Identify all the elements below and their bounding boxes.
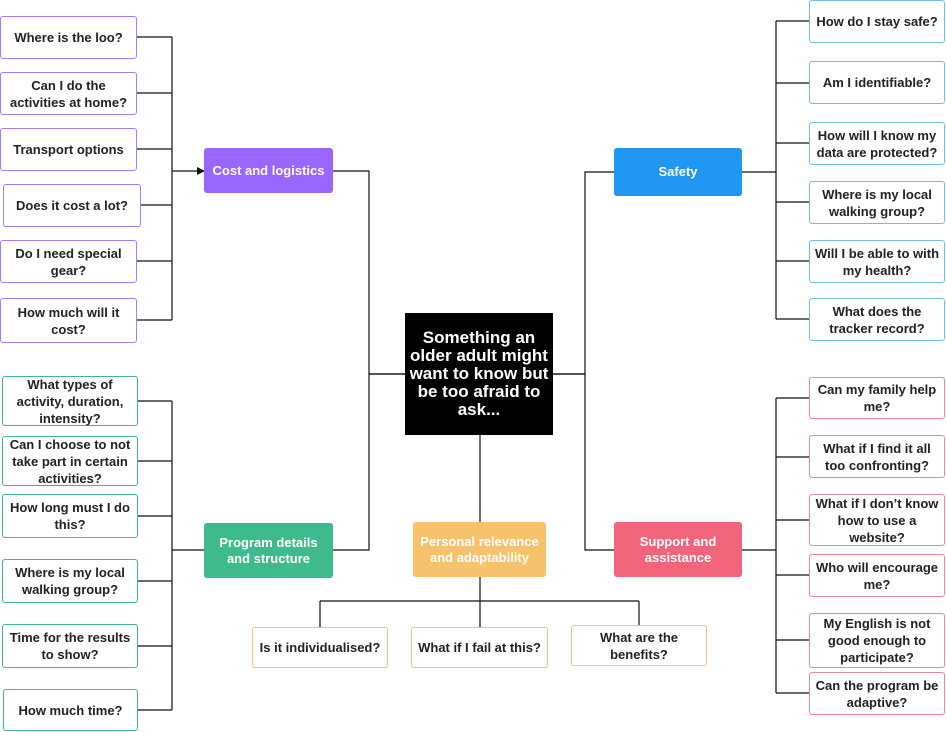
question-node: Is it individualised? (252, 627, 388, 668)
question-node: What if I find it all too confronting? (809, 435, 945, 478)
question-node: Will I be able to with my health? (809, 240, 945, 283)
category-cost-and-logistics: Cost and logistics (204, 148, 333, 193)
question-node: How do I stay safe? (809, 0, 945, 43)
category-personal-relevance: Personal relevance and adaptability (413, 522, 546, 577)
category-support-and-assistance: Support and assistance (614, 522, 742, 577)
category-program-details: Program details and structure (204, 523, 333, 578)
question-node: How much time? (3, 689, 138, 731)
question-node: Who will encourage me? (809, 554, 945, 597)
question-node: Transport options (0, 128, 137, 171)
question-node: Can I do the activities at home? (0, 72, 137, 115)
question-node: How much will it cost? (0, 298, 137, 343)
question-node: Can the program be adaptive? (809, 672, 945, 715)
question-node: Am I identifiable? (809, 61, 945, 104)
question-node: How long must I do this? (2, 494, 138, 538)
question-node: Where is the loo? (0, 16, 137, 59)
link-center-safety (553, 171, 614, 375)
question-node: What are the benefits? (571, 625, 707, 666)
question-node: What if I fail at this? (411, 627, 548, 668)
link-center-cost (333, 170, 405, 375)
question-node: Do I need special gear? (0, 240, 137, 283)
question-node: How will I know my data are protected? (809, 122, 945, 165)
question-node: Does it cost a lot? (3, 184, 141, 227)
question-node: What does the tracker record? (809, 298, 945, 341)
question-node: Can my family help me? (809, 377, 945, 419)
question-node: Can I choose to not take part in certain… (2, 436, 138, 486)
central-question: Something an older adult might want to k… (405, 313, 553, 435)
question-node: Time for the results to show? (2, 624, 138, 668)
question-node: Where is my local walking group? (2, 559, 138, 603)
link-center-program (333, 373, 405, 551)
question-node: What if I don’t know how to use a websit… (809, 494, 945, 546)
question-node: What types of activity, duration, intens… (2, 376, 138, 426)
question-node: My English is not good enough to partici… (809, 613, 945, 668)
question-node: Where is my local walking group? (809, 181, 945, 224)
link-center-support (553, 373, 614, 551)
category-safety: Safety (614, 148, 742, 196)
